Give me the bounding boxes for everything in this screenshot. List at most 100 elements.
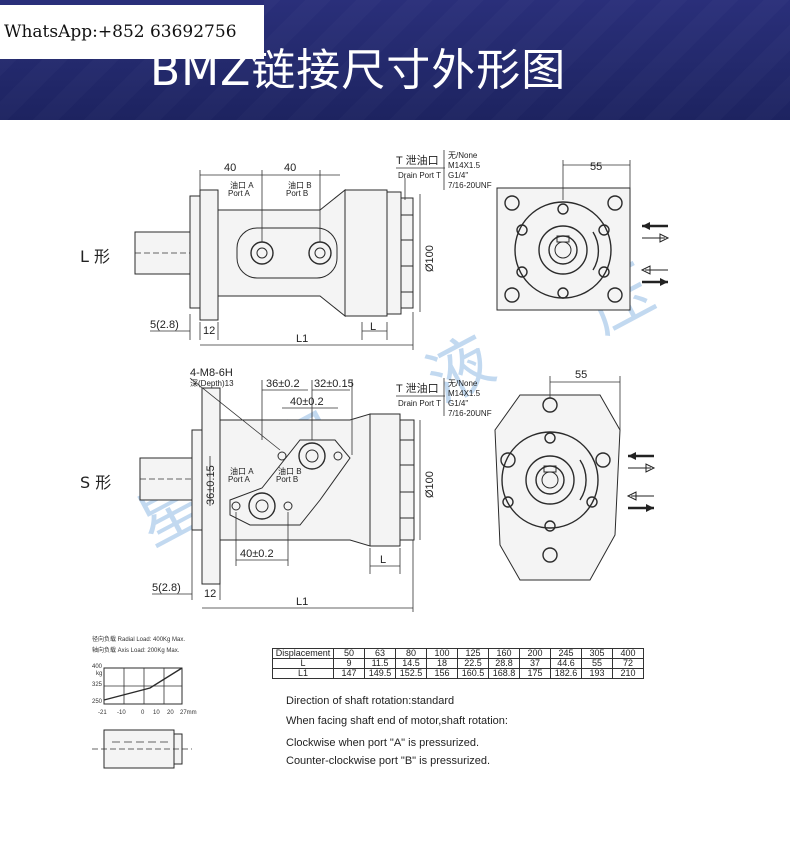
table-cell: 125 (457, 648, 489, 659)
table-cell: 160.5 (457, 668, 489, 679)
dim-55: 55 (575, 369, 587, 381)
table-cell: 168.8 (488, 668, 520, 679)
dim-L: L (370, 321, 376, 333)
bolt-heads (400, 197, 414, 309)
table-cell: 37 (519, 658, 551, 669)
table-cell: 152.5 (395, 668, 427, 679)
thread-spec: 7/16-20UNF (448, 409, 492, 418)
table-cell: 175 (519, 668, 551, 679)
radial-load: 径向负载 Radial Load: 400Kg Max. (92, 637, 186, 643)
graph-x-label: -10 (117, 710, 126, 716)
table-cell: 100 (426, 648, 458, 659)
axial-load: 轴向负载 Axis Load: 200Kg Max. (92, 648, 180, 654)
dim-55: 55 (590, 161, 602, 173)
whatsapp-contact: WhatsApp:+852 63692756 (0, 5, 264, 59)
graph-x-label: 20 (167, 710, 174, 716)
bolt-heads (399, 419, 415, 541)
table-row: L 9 11.5 14.5 18 22.5 28.8 37 44.6 55 72 (272, 658, 644, 669)
rotation-note: Direction of shaft rotation:standard (286, 695, 455, 707)
table-cell: 22.5 (457, 658, 489, 669)
table-cell: 14.5 (395, 658, 427, 669)
l-type-front-view: 55 (496, 160, 670, 311)
load-graph (103, 667, 183, 705)
t-drain-port-label: T 泄油口 (396, 153, 439, 167)
table-cell: Displacement (272, 648, 334, 659)
graph-y-label: kg (96, 671, 103, 677)
table-cell: 9 (333, 658, 365, 669)
shaft-collar (189, 195, 201, 309)
table-row: L1 147 149.5 152.5 156 160.5 168.8 175 1… (272, 668, 644, 679)
table-cell: 55 (581, 658, 613, 669)
flow-arrows (626, 452, 656, 512)
table-cell: 305 (581, 648, 613, 659)
table-cell: 193 (581, 668, 613, 679)
dim-5: 5(2.8) (152, 582, 181, 594)
port-b-label-en: Port B (286, 189, 308, 198)
thread-spec: G1/4" (448, 399, 468, 408)
port-boss (236, 227, 338, 279)
dim-L: L (380, 554, 386, 566)
table-cell: 28.8 (488, 658, 520, 669)
s-type-side-view: S 形 4-M8-6H 深(Depth)13 36±0.2 32±0.15 40… (80, 367, 492, 612)
table-cell: 18 (426, 658, 458, 669)
shaft-sketch (92, 729, 192, 769)
dim-40-02-top: 40±0.2 (290, 396, 324, 408)
square-flange (496, 187, 631, 311)
technical-drawing: 星 和 液 压 L 形 40 40 油口 A (80, 150, 670, 769)
table-cell: 72 (612, 658, 644, 669)
dim-40-right: 40 (284, 162, 296, 174)
table-cell: 200 (519, 648, 551, 659)
table-cell: 245 (550, 648, 582, 659)
round-flange (494, 394, 621, 581)
graph-y-label: 325 (92, 682, 103, 688)
dim-40-02-bottom: 40±0.2 (240, 548, 274, 560)
rear-housing (344, 189, 388, 317)
shape-label-l: L 形 (80, 247, 110, 266)
dim-L1: L1 (296, 596, 308, 608)
graph-x-label: -21 (98, 710, 107, 716)
dim-L1: L1 (296, 333, 308, 345)
rotation-note: Clockwise when port "A" is pressurized. (286, 737, 480, 749)
table-cell: 160 (488, 648, 520, 659)
dim-5: 5(2.8) (150, 319, 179, 331)
flow-arrows (640, 222, 670, 286)
table-cell: L1 (272, 668, 334, 679)
rotation-arrow (579, 459, 587, 501)
dim-12: 12 (203, 325, 215, 337)
dim-36-015: 36±0.15 (205, 465, 217, 505)
table-cell: 80 (395, 648, 427, 659)
graph-x-label: 10 (153, 710, 160, 716)
graph-y-label: 400 (92, 664, 103, 670)
port-b-label-cn: 油口 B (288, 180, 312, 190)
dim-diameter: Ø100 (424, 245, 436, 272)
table-cell: 63 (364, 648, 396, 659)
dim-36-02: 36±0.2 (266, 378, 300, 390)
port-b-label-cn: 油口 B (278, 466, 302, 476)
table-cell: 156 (426, 668, 458, 679)
shape-label-s: S 形 (80, 473, 111, 492)
table-cell: 149.5 (364, 668, 396, 679)
rotation-arrow (592, 231, 600, 271)
table-cell: 400 (612, 648, 644, 659)
table-cell: 11.5 (364, 658, 396, 669)
end-cover (386, 191, 402, 315)
thread-spec: G1/4" (448, 171, 468, 180)
s-type-front-view: 55 (494, 369, 656, 581)
port-a-label-en: Port A (228, 189, 250, 198)
table-cell: 210 (612, 668, 644, 679)
dim-40-left: 40 (224, 162, 236, 174)
graph-y-label: 250 (92, 699, 103, 705)
port-b-hole (298, 442, 326, 470)
table-cell: 44.6 (550, 658, 582, 669)
port-a-label-cn: 油口 A (230, 180, 254, 190)
port-a-inner (256, 247, 268, 259)
dim-32-015: 32±0.15 (314, 378, 354, 390)
mount-flange (199, 189, 219, 321)
port-b-inner (314, 247, 326, 259)
thread-spec: 无/None (448, 379, 478, 388)
rotation-note: Counter-clockwise port "B" is pressurize… (286, 755, 491, 767)
l-type-side-view: L 形 40 40 油口 A Port A 油口 B Port B (80, 150, 492, 350)
thread-spec: 无/None (448, 151, 478, 160)
table-cell: L (272, 658, 334, 669)
rear-housing (369, 413, 401, 547)
